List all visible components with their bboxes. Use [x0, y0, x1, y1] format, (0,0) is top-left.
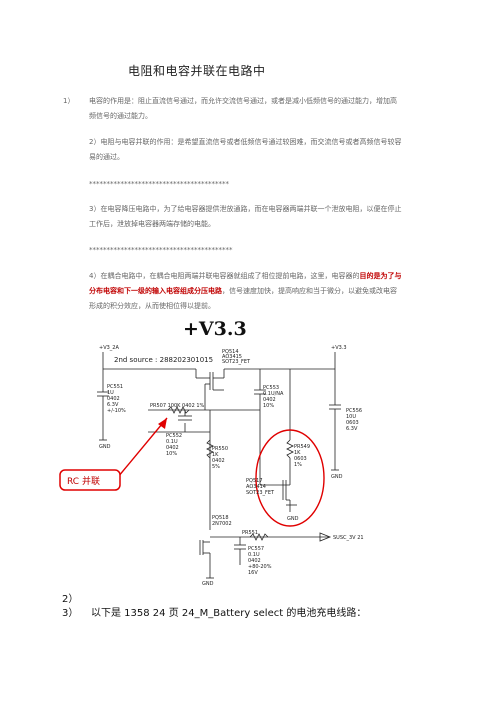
v3-2a-label: +V3_2A	[99, 345, 119, 351]
pr507-label: PR507 100K 0402 1%	[150, 403, 205, 409]
pc553-package: 0402	[263, 397, 276, 403]
paragraph-1-line-1: 电容的作用是：阻止直流信号通过，而允许交流信号通过，或者是减小低频信号的通过能力…	[89, 97, 397, 105]
pc556-value: 10U	[346, 414, 356, 420]
ao3415-label: AO3415	[222, 354, 242, 360]
paragraph-2-line-1: 2）电阻与电容并联的作用：是希望直流信号或者低频信号通过较困难，而交流信号或者高…	[89, 138, 402, 146]
highlight-arrow	[117, 417, 168, 478]
paragraph-4-highlight-2: 分布电容和下一级的输入电容组成分压电路	[89, 287, 222, 295]
gnd-label-3: GND	[287, 516, 299, 522]
pr551-label: PR551	[242, 530, 258, 536]
second-source-label: 2nd source : 288202301015	[114, 356, 213, 364]
footnote-3-number: 3）	[62, 608, 79, 619]
pc551-value: 1U	[107, 390, 114, 396]
paragraph-1-line-2: 频信号的通过能力。	[89, 112, 152, 120]
pc556-voltage: 6.3V	[346, 426, 358, 432]
pr550-value: 1K	[212, 452, 219, 458]
rc-label-box	[59, 469, 121, 491]
pc551-package: 0402	[107, 396, 120, 402]
paragraph-4-line-3: 形成的积分效应，从而使相位得以提前。	[89, 302, 215, 310]
pc551-voltage: 6.3V	[107, 402, 119, 408]
gnd-label-1: GND	[99, 444, 111, 450]
pc557-value: 0.1U	[248, 552, 260, 558]
pc551-label: PC551	[107, 384, 123, 390]
paragraph-4-line-2-text: ，信号速度加快，提高响应和当于微分，以避免或改电容	[222, 287, 397, 295]
pc552-label: PC552	[166, 433, 182, 439]
pc553-tolerance: 10%	[263, 403, 274, 409]
pc556-package: 0603	[346, 420, 359, 426]
pq514-package: SOT23_FET	[222, 359, 251, 365]
highlight-ellipse	[255, 429, 325, 527]
pc557-package: 0402	[248, 558, 261, 564]
pc552-package: 0402	[166, 445, 179, 451]
pq518-part: 2N7002	[212, 521, 232, 527]
pc557-voltage: 16V	[248, 570, 258, 576]
pr550-label: PR550	[212, 446, 228, 452]
pr550-package: 0402	[212, 458, 225, 464]
pc552-value: 0.1U	[166, 439, 178, 445]
pr549-label: PR549	[294, 444, 310, 450]
ao3414-label: AO3414	[246, 484, 266, 490]
pq517-package: SOT23_FET	[246, 490, 275, 496]
pr549-tolerance: 1%	[294, 462, 302, 468]
paragraph-2-line-2: 易的通过。	[89, 153, 124, 161]
separator-2: ****************************************…	[89, 246, 233, 254]
footnote-2: 2）	[62, 594, 79, 605]
page-title: 电阻和电容并联在电路中	[128, 64, 266, 78]
paragraph-3-line-1: 3）在电容降压电路中，为了给电容器提供泄放通路，而在电容器两端并联一个泄放电阻，…	[89, 205, 402, 213]
footnote-3-text: 以下是 1358 24 页 24_M_Battery select 的电池充电线…	[91, 608, 367, 619]
pq514-label: PQ514	[222, 349, 239, 355]
paragraph-4-line-1: 4）在耦合电路中，在耦合电阻两端并联电容器就组成了相位提前电路，这里，电容器的目…	[89, 269, 401, 284]
v3-3-label: +V3.3	[331, 345, 347, 351]
pc551-tolerance: +/-10%	[107, 408, 126, 414]
pc553-label: PC553	[263, 385, 279, 391]
separator-1: ****************************************	[89, 180, 229, 188]
pc557-label: PC557	[248, 546, 264, 552]
susc-label: SUSC_3V 21	[333, 535, 364, 541]
paragraph-4-line-1-text: 4）在耦合电路中，在耦合电阻两端并联电容器就组成了相位提前电路，这里，电容器的	[89, 272, 360, 280]
pq518-label: PQ518	[212, 515, 229, 521]
pc557-tolerance: +80-20%	[248, 564, 272, 570]
rc-label-text: RC 并联	[67, 475, 100, 487]
paragraph-1-number: 1）	[63, 97, 75, 105]
pc552-tolerance: 10%	[166, 451, 177, 457]
gnd-label-2: GND	[331, 474, 343, 480]
pq517-label: PQ517	[246, 478, 263, 484]
paragraph-4-highlight-1: 目的是为了与	[359, 272, 402, 280]
paragraph-4-line-2: 分布电容和下一级的输入电容组成分压电路，信号速度加快，提高响应和当于微分，以避免…	[89, 284, 397, 299]
paragraph-3-line-2: 工作后，泄放掉电容器两端存储的电能。	[89, 220, 215, 228]
schematic-title: +V3.3	[183, 318, 247, 340]
pr549-package: 0603	[294, 456, 307, 462]
pr550-tolerance: 5%	[212, 464, 220, 470]
gnd-label-4: GND	[202, 581, 214, 587]
pr549-value: 1K	[294, 450, 301, 456]
pc556-label: PC556	[346, 408, 362, 414]
pc553-value: 0.1U/NA	[263, 391, 284, 397]
